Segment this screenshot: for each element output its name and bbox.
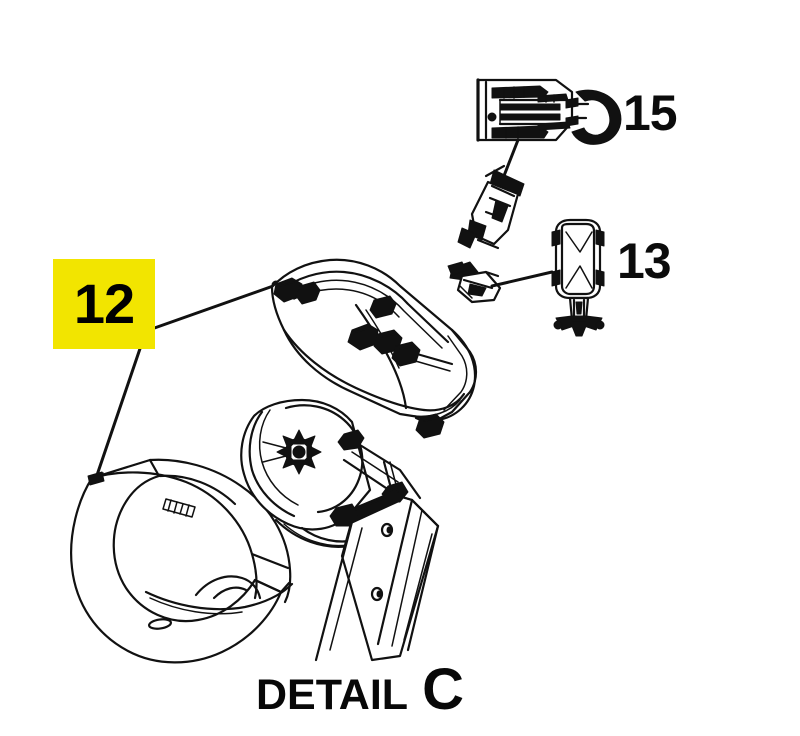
cover-edge-tab bbox=[162, 498, 196, 518]
housing-hinge-boss bbox=[347, 295, 421, 367]
detail-caption: DETAIL C bbox=[256, 661, 464, 719]
detail-caption-letter: C bbox=[422, 657, 464, 722]
mirror-mounting-base bbox=[314, 460, 440, 662]
housing-mount-knuckle bbox=[273, 277, 321, 305]
mirror-housing bbox=[270, 258, 478, 439]
callout-box-12[interactable]: 12 bbox=[53, 259, 155, 349]
part-number-13[interactable]: 13 bbox=[617, 233, 672, 289]
actuator-star-hub bbox=[262, 429, 322, 475]
mirror-actuator-motor bbox=[240, 398, 422, 548]
leader-line-13 bbox=[490, 270, 554, 288]
detail-caption-word: DETAIL bbox=[256, 671, 409, 719]
retaining-clip-upper bbox=[457, 164, 525, 250]
push-pin-fastener bbox=[551, 218, 605, 337]
mirror-cover-cap bbox=[70, 458, 294, 664]
connector-terminal bbox=[476, 78, 622, 145]
part-number-15[interactable]: 15 bbox=[623, 85, 678, 141]
housing-lower-knuckle bbox=[415, 413, 445, 439]
retaining-clip-lower bbox=[447, 261, 502, 304]
